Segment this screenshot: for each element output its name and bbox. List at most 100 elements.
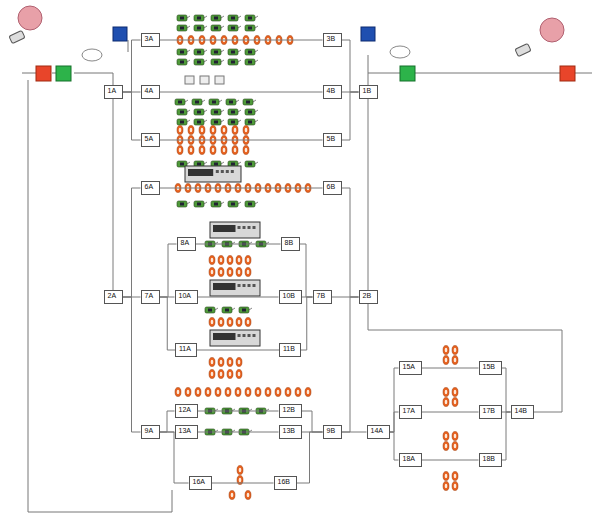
fuse-part [443, 442, 449, 451]
fuse-part [209, 318, 215, 327]
junction-box: 12A [175, 404, 198, 418]
fuse-part [452, 388, 458, 397]
fuse-part [287, 36, 293, 45]
blue-block [361, 27, 375, 41]
junction-box: 3A [141, 33, 160, 47]
connector-part [245, 201, 258, 207]
wire-connector [390, 368, 399, 432]
fuse-part [237, 466, 243, 475]
fuse-part [227, 318, 233, 327]
junction-box: 18B [479, 453, 502, 467]
fuse-part [236, 268, 242, 277]
connector-part [228, 201, 241, 207]
connector-part [228, 15, 241, 21]
callout-bubble [390, 46, 410, 58]
connector-part [192, 99, 205, 105]
wire-connector [123, 40, 141, 92]
junction-box: 9B [323, 425, 342, 439]
wire-connector [160, 188, 323, 189]
fuse-part [265, 388, 271, 397]
connector-part [177, 201, 190, 207]
fuse-part [185, 388, 191, 397]
fuse-part [255, 184, 261, 193]
fuse-part [452, 442, 458, 451]
junction-box: 13B [279, 425, 302, 439]
fuse-part [285, 388, 291, 397]
fuse-part [245, 388, 251, 397]
fuse-part [452, 356, 458, 365]
fuse-part [235, 388, 241, 397]
connector-part [205, 408, 218, 414]
junction-label: 12A [176, 405, 197, 415]
red-block [36, 66, 51, 81]
fuse-part [237, 476, 243, 485]
connector-part [175, 99, 188, 105]
connector-part [222, 408, 235, 414]
fuse-part [188, 36, 194, 45]
wire-connector [196, 244, 281, 245]
fuse-part [218, 318, 224, 327]
junction-box: 2A [104, 290, 123, 304]
fuse-part [209, 268, 215, 277]
connector-part [243, 99, 256, 105]
wire-connector [342, 92, 359, 93]
plug-icon [9, 30, 25, 43]
fuse-part [227, 358, 233, 367]
wire-connector [160, 297, 176, 350]
connector-part [239, 429, 252, 435]
fuse-part [188, 136, 194, 145]
connector-part [194, 25, 207, 31]
connector-part [222, 429, 235, 435]
junction-label: 10A [176, 291, 197, 301]
junction-label: 5A [142, 134, 159, 144]
junction-label: 12B [280, 405, 301, 415]
connector-part [211, 109, 224, 115]
fuse-part [209, 256, 215, 265]
wire-connector [123, 188, 141, 297]
junction-box: 7A [141, 290, 160, 304]
wire-connector [302, 297, 313, 298]
junction-box: 11B [279, 343, 301, 357]
connector-part [228, 49, 241, 55]
fuse-part [218, 358, 224, 367]
connector-part [194, 59, 207, 65]
relay-part [215, 76, 224, 84]
wire-connector [160, 432, 175, 433]
fuse-part [177, 146, 183, 155]
wire-connector [332, 297, 359, 298]
junction-box: 15B [479, 361, 502, 375]
connector-part [211, 201, 224, 207]
fuse-part [229, 491, 235, 500]
fuse-part [245, 268, 251, 277]
fuse-part [295, 184, 301, 193]
fuse-part [275, 388, 281, 397]
junction-box: 14B [511, 405, 534, 419]
junction-box: 5B [323, 133, 342, 147]
fuse-part [175, 184, 181, 193]
fuse-part [225, 184, 231, 193]
wire-connector [160, 92, 323, 93]
connector-part [228, 25, 241, 31]
wire-connector [301, 297, 313, 350]
wire-connector [342, 40, 359, 92]
connector-part [256, 241, 269, 247]
fuse-part [227, 268, 233, 277]
fuse-part [243, 126, 249, 135]
green-block [56, 66, 71, 81]
fuse-part [305, 184, 311, 193]
fuse-part [232, 126, 238, 135]
junction-label: 18B [480, 454, 501, 464]
connector-part [228, 109, 241, 115]
wire-connector [198, 411, 279, 412]
connector-part [226, 99, 239, 105]
junction-label: 3B [324, 34, 341, 44]
connector-part [239, 408, 252, 414]
junction-label: 17B [480, 406, 501, 416]
junction-box: 2B [359, 290, 378, 304]
fuse-part [452, 432, 458, 441]
fuse-part [199, 136, 205, 145]
junction-label: 15A [400, 362, 421, 372]
junction-box: 10B [279, 290, 302, 304]
wire-connector [160, 432, 189, 483]
